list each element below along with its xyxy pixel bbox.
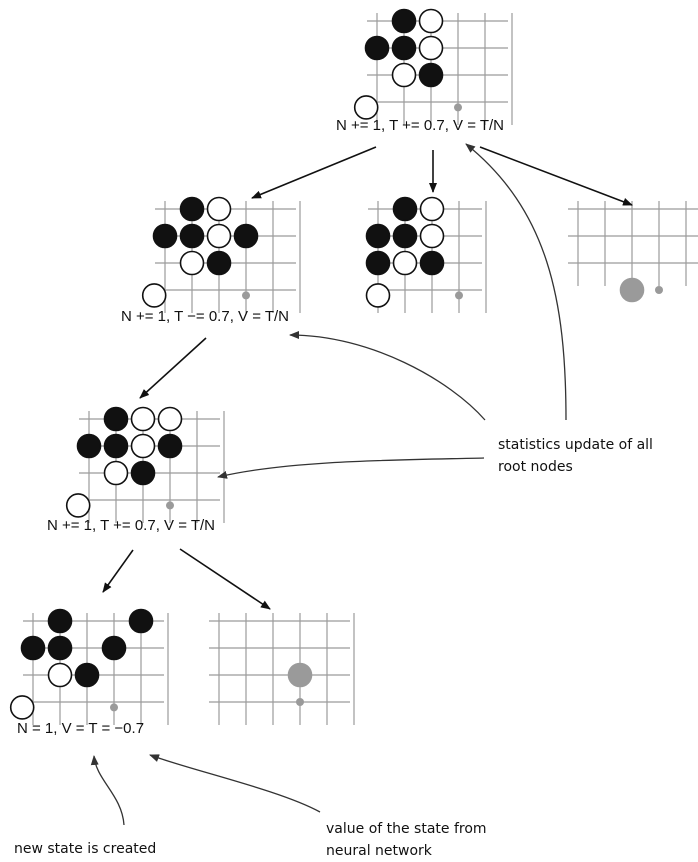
white-stone [103, 460, 129, 486]
white-stone [47, 662, 73, 688]
black-stone [365, 250, 391, 276]
statistics-update-line2: root nodes [498, 459, 573, 475]
edge-root-to-left [251, 146, 377, 199]
black-stone [391, 35, 417, 61]
white-stone [418, 35, 444, 61]
gray-stone [619, 277, 645, 303]
white-stone [65, 493, 91, 518]
board-level1-left [141, 196, 301, 313]
white-stone [365, 283, 391, 308]
white-stone [130, 433, 156, 459]
new-state-arrow [90, 755, 125, 826]
level3-left-node-label: N = 1, V = T = −0.7 [17, 720, 145, 737]
white-stone [179, 250, 205, 276]
white-stone [418, 8, 444, 34]
black-stone [47, 635, 73, 661]
board-level1-right [568, 201, 698, 303]
black-stone [128, 608, 154, 634]
gray-marker [166, 501, 174, 510]
white-stone [206, 223, 232, 249]
black-stone [103, 433, 129, 459]
black-stone [20, 635, 46, 661]
black-stone [392, 223, 418, 249]
gray-marker [242, 291, 250, 300]
white-stone [206, 196, 232, 222]
black-stone [103, 406, 129, 432]
gray-marker [110, 703, 118, 712]
white-stone [419, 196, 445, 222]
value-from-nn-note: value of the state from neural network [326, 818, 487, 862]
callout-arrows [90, 143, 567, 826]
update-arrow-to-level1 [289, 331, 486, 421]
statistics-update-line1: statistics update of all [498, 437, 653, 453]
black-stone [418, 62, 444, 88]
white-stone [392, 250, 418, 276]
black-stone [365, 223, 391, 249]
black-stone [157, 433, 183, 459]
black-stone [101, 635, 127, 661]
board-root [353, 8, 513, 125]
new-state-note: new state is created [14, 841, 157, 857]
board-level3-left [9, 608, 169, 725]
gray-marker [455, 291, 463, 300]
white-stone [157, 406, 183, 432]
black-stone [47, 608, 73, 634]
board-level2 [65, 406, 225, 523]
update-arrow-to-root [465, 143, 567, 421]
edge-left-to-level2 [139, 337, 207, 399]
white-stone [9, 695, 35, 720]
black-stone [233, 223, 259, 249]
black-stone [206, 250, 232, 276]
white-stone [353, 95, 379, 120]
black-stone [152, 223, 178, 249]
tree-edges [102, 146, 633, 610]
black-stone [364, 35, 390, 61]
black-stone [130, 460, 156, 486]
black-stone [391, 8, 417, 34]
edge-level2-to-level3-right [179, 548, 271, 610]
board-level1-middle [365, 196, 487, 313]
gray-marker [454, 103, 462, 112]
statistics-update-note: statistics update of all root nodes [498, 434, 653, 478]
gray-marker [296, 698, 304, 706]
black-stone [74, 662, 100, 688]
value-arrow [149, 754, 321, 813]
edge-level2-to-level3-left [102, 549, 134, 593]
black-stone [76, 433, 102, 459]
update-arrow-to-level2 [217, 457, 485, 479]
gray-stone [287, 662, 313, 688]
black-stone [179, 196, 205, 222]
value-from-nn-line1: value of the state from [326, 821, 487, 837]
black-stone [419, 250, 445, 276]
root-node-label: N += 1, T += 0.7, V = T/N [336, 117, 505, 134]
white-stone [419, 223, 445, 249]
white-stone [391, 62, 417, 88]
board-level3-right [209, 613, 355, 725]
white-stone [141, 283, 167, 308]
level2-node-label: N += 1, T += 0.7, V = T/N [47, 517, 216, 534]
black-stone [179, 223, 205, 249]
value-from-nn-line2: neural network [326, 843, 432, 859]
level1-left-node-label: N += 1, T −= 0.7, V = T/N [121, 308, 290, 325]
gray-marker [655, 286, 663, 294]
black-stone [392, 196, 418, 222]
edge-root-to-right [479, 146, 633, 206]
white-stone [130, 406, 156, 432]
